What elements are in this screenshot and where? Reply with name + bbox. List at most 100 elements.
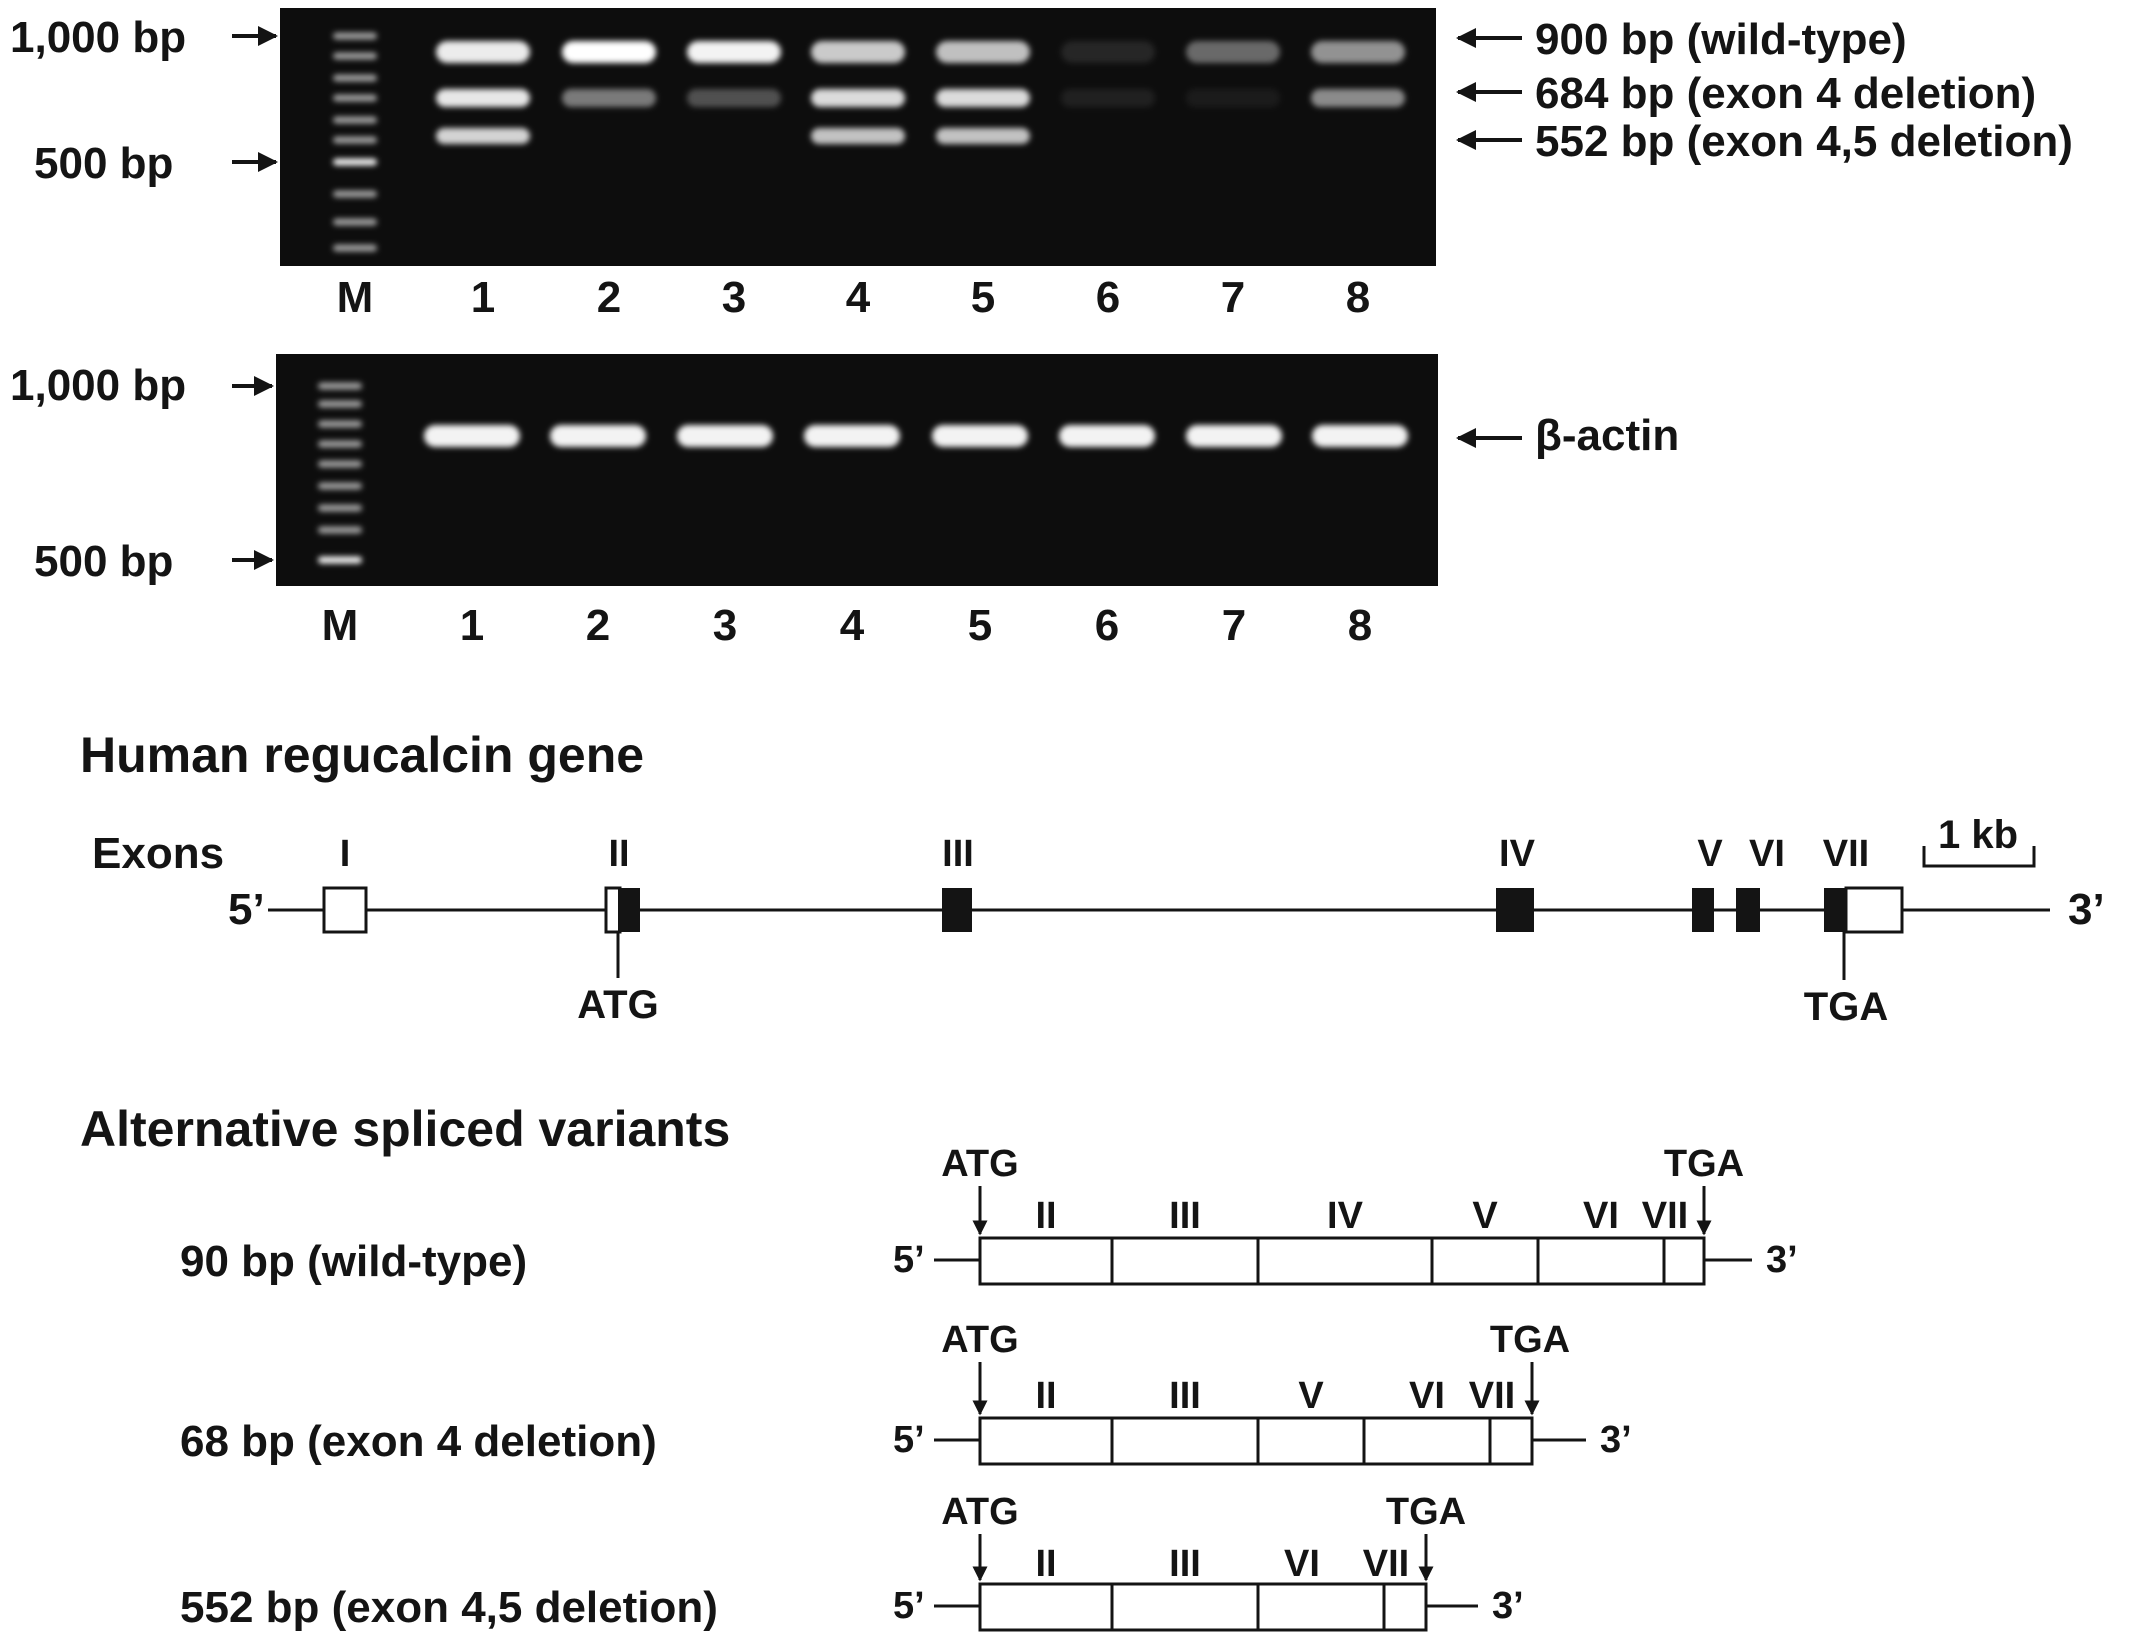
gel-bottom-lane-label: 7 — [1222, 601, 1246, 650]
gel-top-band-upper — [562, 41, 656, 63]
gel-top-band-upper — [1061, 41, 1155, 63]
variant-five-prime: 5’ — [893, 1419, 925, 1461]
gel-top-right-label-exon45: 552 bp (exon 4,5 deletion) — [1535, 117, 2073, 166]
gel-bottom-ladder-band — [318, 440, 362, 448]
variant-exon45-deletion: 552 bp (exon 4,5 deletion) 5’ 3’ II III … — [180, 1491, 1524, 1632]
gene-exon-3 — [942, 888, 972, 932]
variant-five-prime: 5’ — [893, 1585, 925, 1627]
variant-three-prime: 3’ — [1600, 1419, 1632, 1461]
variant-label: 552 bp (exon 4,5 deletion) — [180, 1583, 718, 1632]
gel-top: 1,000 bp 500 bp 900 bp (wild-type) 684 b… — [10, 8, 2073, 322]
gel-bottom-lane-label: M — [322, 601, 359, 650]
variant-exon-label: II — [1035, 1543, 1056, 1585]
gel-top-band-lower — [811, 128, 905, 144]
gel-top-ladder-band — [333, 218, 377, 226]
variant-mrna-box — [978, 1582, 1428, 1632]
gene-atg-label: ATG — [577, 983, 658, 1027]
gel-top-ladder-band — [333, 116, 377, 124]
variant-three-prime: 3’ — [1766, 1239, 1798, 1281]
variant-exon-label: III — [1169, 1543, 1201, 1585]
gel-bottom-ladder-band — [318, 420, 362, 428]
gene-exon-label: VI — [1749, 833, 1785, 875]
gel-top-marker-500: 500 bp — [34, 139, 173, 188]
gel-top-band-middle — [1186, 89, 1280, 107]
gel-bottom-band-actin — [1059, 425, 1155, 447]
variant-tga-label: TGA — [1664, 1143, 1744, 1185]
gel-top-band-middle — [936, 89, 1030, 107]
gel-bottom-lane-label: 4 — [840, 601, 865, 650]
gel-top-lane-label: 2 — [597, 273, 621, 322]
gene-title: Human regucalcin gene — [80, 727, 644, 783]
gel-top-ladder-band — [333, 158, 377, 166]
gel-top-lane-label: 3 — [722, 273, 746, 322]
variant-label: 90 bp (wild-type) — [180, 1237, 527, 1286]
gel-top-band-upper — [436, 41, 530, 63]
gel-bottom-ladder-band — [318, 556, 362, 564]
gel-bottom-band-actin — [804, 425, 900, 447]
gel-bottom-bands — [318, 382, 1408, 564]
gel-bottom-ladder-band — [318, 382, 362, 390]
gel-top-lane-labels: M 1 2 3 4 5 6 7 8 — [337, 273, 1371, 322]
variant-exon-label: II — [1035, 1195, 1056, 1237]
gel-bottom-lane-labels: M 1 2 3 4 5 6 7 8 — [322, 601, 1373, 650]
gel-bottom-ladder-band — [318, 504, 362, 512]
gene-exon-7-utr — [1844, 886, 1904, 934]
gene-exon-label: V — [1697, 833, 1723, 875]
gel-top-ladder-band — [333, 94, 377, 102]
gel-top-ladder-band — [333, 136, 377, 144]
gel-bottom-band-actin — [424, 425, 520, 447]
gel-top-lane-label: 7 — [1221, 273, 1245, 322]
gel-bottom: 1,000 bp 500 bp β-actin M 1 2 3 4 5 6 7 … — [10, 354, 1679, 650]
gel-top-lane-label: 4 — [846, 273, 871, 322]
gel-top-ladder-band — [333, 74, 377, 82]
gel-bottom-lane-label: 3 — [713, 601, 737, 650]
variant-three-prime: 3’ — [1492, 1585, 1524, 1627]
gene-exon-label: II — [608, 833, 629, 875]
gel-top-band-middle — [436, 89, 530, 107]
variant-mrna-box — [978, 1236, 1706, 1286]
variant-exon-label: VII — [1469, 1375, 1515, 1417]
gene-five-prime: 5’ — [228, 885, 265, 934]
variant-wild-type: 90 bp (wild-type) 5’ 3’ II III IV V VI V… — [180, 1143, 1798, 1286]
gel-top-band-upper — [687, 41, 781, 63]
gel-bottom-ladder-band — [318, 526, 362, 534]
gel-bottom-right-label-actin: β-actin — [1535, 411, 1679, 460]
gel-top-lane-label: 5 — [971, 273, 995, 322]
gene-exon-7 — [1824, 888, 1848, 932]
gel-bottom-ladder-band — [318, 400, 362, 408]
gel-bottom-lane-label: 8 — [1348, 601, 1372, 650]
gel-top-ladder-band — [333, 52, 377, 60]
gene-exon-2 — [618, 888, 640, 932]
gel-top-right-label-wild-type: 900 bp (wild-type) — [1535, 15, 1907, 64]
gel-top-band-upper — [811, 41, 905, 63]
gel-top-band-upper — [1311, 41, 1405, 63]
gel-top-band-middle — [811, 89, 905, 107]
gel-top-band-middle — [1061, 89, 1155, 107]
gene-exon-label: VII — [1823, 833, 1869, 875]
gel-top-band-upper — [1186, 41, 1280, 63]
gel-top-ladder-band — [333, 244, 377, 252]
variant-exon-label: II — [1035, 1375, 1056, 1417]
gel-top-band-middle — [1311, 89, 1405, 107]
gel-top-band-middle — [687, 89, 781, 107]
gel-top-bands — [333, 32, 1405, 252]
variants-title: Alternative spliced variants — [80, 1101, 730, 1157]
variant-atg-label: ATG — [941, 1491, 1018, 1533]
variant-exon-label: VI — [1284, 1543, 1320, 1585]
gel-bottom-panel — [276, 354, 1438, 586]
gel-bottom-ladder-band — [318, 482, 362, 490]
gel-bottom-lane-label: 1 — [460, 601, 484, 650]
gel-top-band-lower — [436, 128, 530, 144]
variant-tga-label: TGA — [1490, 1319, 1570, 1361]
variant-exon-label: VII — [1642, 1195, 1688, 1237]
gel-bottom-marker-500: 500 bp — [34, 537, 173, 586]
variant-exon-label: VI — [1583, 1195, 1619, 1237]
variant-label: 68 bp (exon 4 deletion) — [180, 1417, 657, 1466]
variant-atg-label: ATG — [941, 1143, 1018, 1185]
gene-exons-label: Exons — [92, 829, 224, 878]
gel-top-marker-1000: 1,000 bp — [10, 13, 186, 62]
gene-exon-4 — [1496, 888, 1534, 932]
gel-bottom-lane-label: 5 — [968, 601, 992, 650]
gel-top-band-upper — [936, 41, 1030, 63]
